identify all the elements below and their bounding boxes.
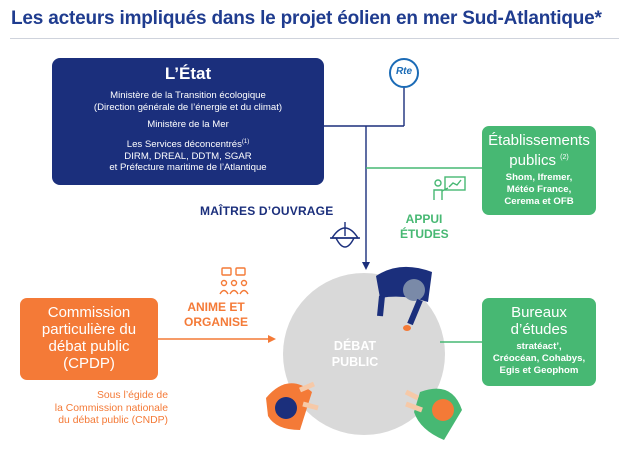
state-line-3: Ministère de la Mer	[147, 119, 229, 131]
state-line-5: DIRM, DREAL, DDTM, SGAR	[124, 150, 252, 162]
appui-etudes-label: APPUI ÉTUDES	[400, 212, 449, 242]
state-line-1: Ministère de la Transition écologique	[110, 90, 266, 101]
state-line-4: Les Services déconcentrés(1)	[52, 137, 324, 151]
state-line-4-text: Les Services déconcentrés	[126, 138, 242, 150]
arrow-right	[268, 335, 276, 343]
state-title: L’État	[164, 64, 212, 83]
cpdp-line-4: (CPDP)	[63, 355, 115, 372]
design-offices-line-1: stratéact’,	[516, 341, 562, 352]
design-offices-list: stratéact’, Créocéan, Cohabys, Egis et G…	[482, 341, 596, 377]
public-establishments-title-2-wrap: publics (2)	[482, 149, 596, 169]
cpdp-title: Commission particulière du débat public …	[20, 304, 158, 372]
design-offices-box: Bureaux d’études stratéact’, Créocéan, C…	[482, 298, 596, 386]
cndp-note-line-1: Sous l’égide de	[96, 390, 168, 401]
public-establishments-box: Établissements publics (2) Shom, Ifremer…	[482, 126, 596, 215]
state-box: L’État Ministère de la Transition écolog…	[52, 58, 324, 185]
arrow-down	[362, 262, 370, 270]
studies-icon	[433, 176, 466, 200]
person-green-illustration	[404, 388, 462, 440]
maitres-ouvrage-label: MAÎTRES D’OUVRAGE	[200, 204, 334, 218]
public-establishments-title: Établissements publics (2)	[482, 132, 596, 169]
public-establishments-line-1: Shom, Ifremer,	[505, 172, 573, 183]
page-title: Les acteurs impliqués dans le projet éol…	[11, 8, 602, 29]
state-line-6: et Préfecture maritime de l’Atlantique	[109, 162, 267, 174]
title-divider	[10, 38, 619, 39]
public-establishments-title-1: Établissements	[488, 132, 590, 149]
meeting-icon	[219, 267, 249, 295]
cpdp-line-1: Commission	[47, 304, 131, 321]
anime-label-2: ORGANISE	[183, 315, 248, 329]
anime-organise-label: ANIME ET ORGANISE	[170, 300, 262, 330]
design-offices-title-2: d’études	[510, 321, 568, 338]
cpdp-line-3: débat public	[48, 338, 130, 355]
public-establishments-line-2: Météo France,	[506, 184, 572, 195]
cndp-note: Sous l’égide de la Commission nationale …	[18, 390, 168, 428]
debate-table	[283, 273, 445, 435]
rte-logo-icon	[389, 58, 419, 88]
state-line-2: (Direction générale de l’énergie et du c…	[93, 101, 283, 113]
person-navy-illustration	[376, 266, 432, 331]
public-establishments-list: Shom, Ifremer, Météo France, Cerema et O…	[482, 172, 596, 208]
public-establishments-title-2: publics	[509, 152, 556, 169]
debat-label-2: PUBLIC	[331, 355, 379, 369]
person-orange-illustration	[266, 381, 319, 430]
design-offices-line-2: Créocéan, Cohabys,	[492, 353, 586, 364]
debat-label-1: DÉBAT	[333, 339, 377, 353]
anime-label-1: ANIME ET	[187, 300, 245, 314]
cpdp-line-2: particulière du	[41, 321, 137, 338]
state-line-4-sup: (1)	[241, 138, 250, 145]
public-establishments-line-3: Cerema et OFB	[504, 196, 574, 207]
appui-label-1: APPUI	[405, 212, 443, 226]
cndp-note-line-2: la Commission nationale	[54, 402, 168, 414]
appui-label-2: ÉTUDES	[400, 227, 449, 241]
design-offices-title-1: Bureaux	[511, 304, 567, 321]
rte-logo-text: Rte	[395, 66, 413, 77]
design-offices-line-3: Egis et Geophom	[499, 365, 579, 376]
cpdp-box: Commission particulière du débat public …	[20, 298, 158, 380]
design-offices-title: Bureaux d’études	[482, 304, 596, 338]
debat-public-label: DÉBAT PUBLIC	[320, 338, 390, 370]
public-establishments-sup: (2)	[560, 154, 569, 161]
helmet-icon	[330, 222, 360, 248]
cndp-note-line-3: du débat public (CNDP)	[58, 415, 168, 427]
